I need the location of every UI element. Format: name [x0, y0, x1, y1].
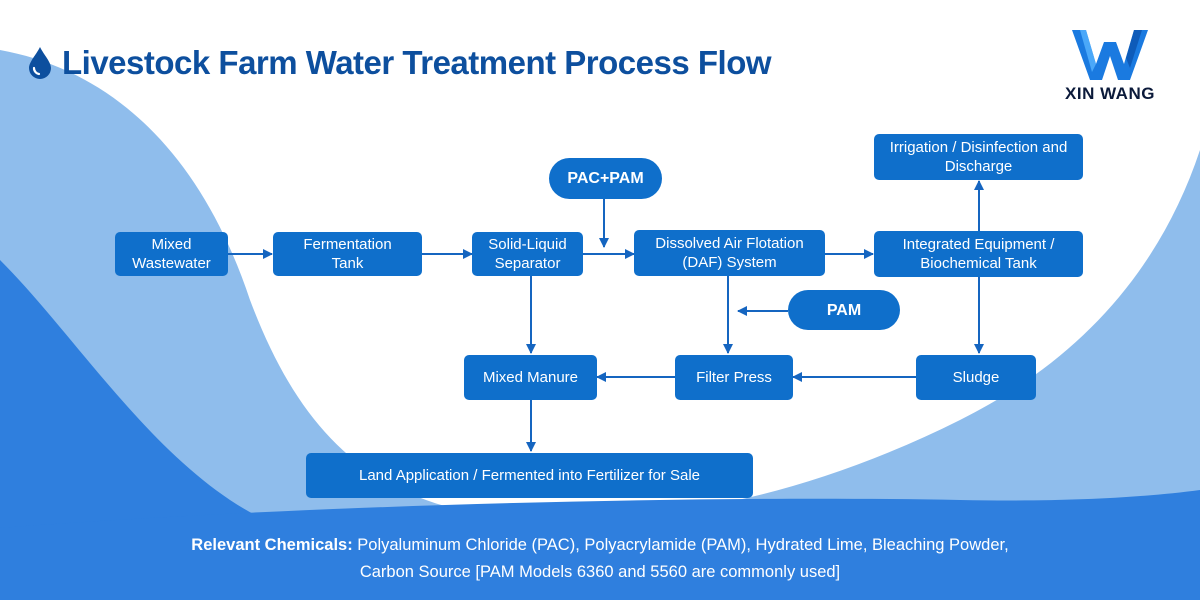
node-irrigation-discharge: Irrigation / Disinfection and Discharge: [874, 134, 1083, 180]
footer-line-1: Relevant Chemicals: Polyaluminum Chlorid…: [0, 532, 1200, 559]
footer-text-1: Polyaluminum Chloride (PAC), Polyacrylam…: [352, 536, 1009, 554]
node-pam: PAM: [788, 290, 900, 330]
water-drop-icon: [29, 47, 51, 79]
node-land-application: Land Application / Fermented into Fertil…: [306, 453, 753, 498]
node-mixed-wastewater: Mixed Wastewater: [115, 232, 228, 276]
wave-light-right: [680, 150, 1200, 510]
footer-label: Relevant Chemicals:: [191, 536, 353, 554]
brand-logo: XIN WANG: [1056, 26, 1164, 106]
node-daf-system: Dissolved Air Flotation (DAF) System: [634, 230, 825, 276]
node-pac-pam: PAC+PAM: [549, 158, 662, 199]
brand-name: XIN WANG: [1065, 84, 1155, 103]
node-solid-liquid-separator: Solid-Liquid Separator: [472, 232, 583, 276]
wave-dark-bottom: [0, 490, 1200, 600]
page-title: Livestock Farm Water Treatment Process F…: [62, 44, 772, 81]
node-filter-press: Filter Press: [675, 355, 793, 400]
relevant-chemicals-note: Relevant Chemicals: Polyaluminum Chlorid…: [0, 532, 1200, 586]
node-integrated-equipment: Integrated Equipment / Biochemical Tank: [874, 231, 1083, 277]
wave-dark-left: [0, 260, 620, 600]
title-row: Livestock Farm Water Treatment Process F…: [28, 40, 772, 86]
node-mixed-manure: Mixed Manure: [464, 355, 597, 400]
node-sludge: Sludge: [916, 355, 1036, 400]
w-logo-icon: [1072, 30, 1148, 80]
node-fermentation-tank: Fermentation Tank: [273, 232, 422, 276]
footer-text-2: Carbon Source [PAM Models 6360 and 5560 …: [359, 563, 841, 581]
